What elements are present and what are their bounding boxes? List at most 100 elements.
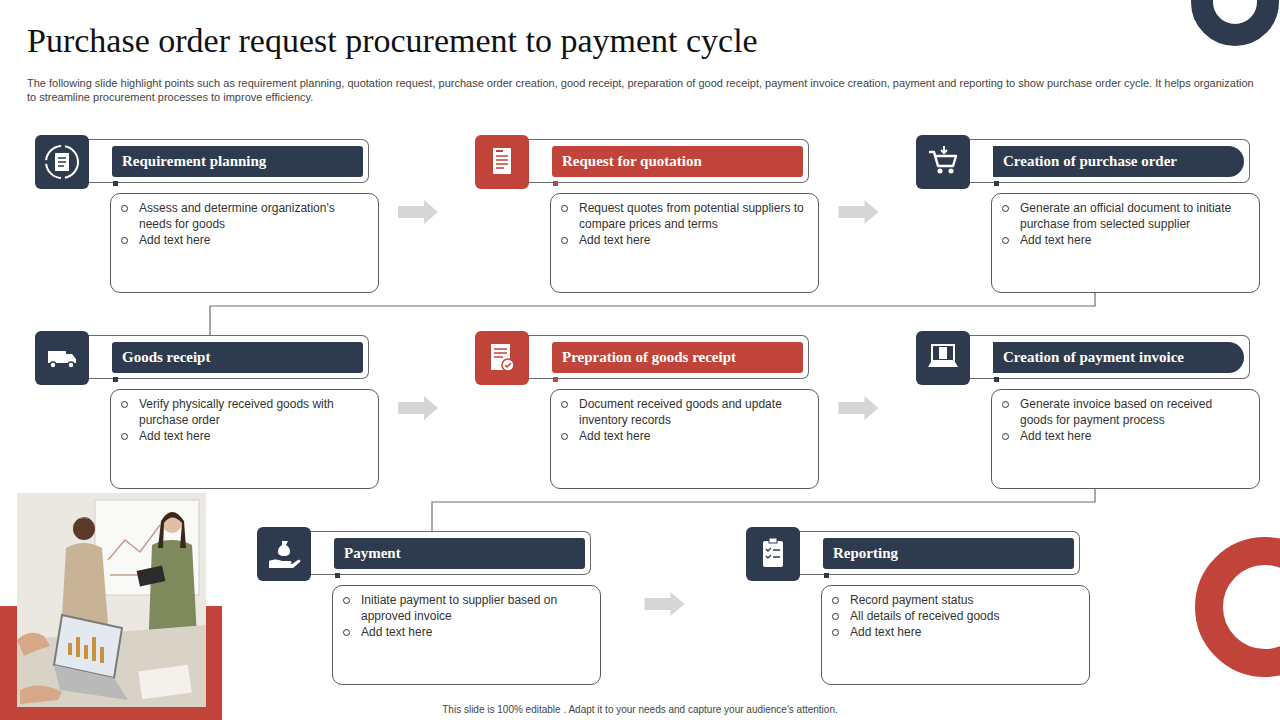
bullet-circle: [121, 401, 128, 408]
bullet-row: Verify physically received goods with pu…: [121, 396, 366, 428]
bullet-text: Request quotes from potential suppliers …: [579, 200, 806, 232]
block-arrow: [839, 200, 879, 224]
bullet-circle: [561, 237, 568, 244]
header-marker: [824, 573, 829, 578]
bullet-text: Add text here: [139, 428, 366, 444]
flow-connector: [398, 396, 438, 420]
bullet-row: Add text here: [121, 232, 366, 248]
title-pill: Prepration of goods receipt: [552, 342, 803, 373]
icon-shape: [55, 153, 69, 171]
header-marker: [113, 181, 118, 186]
icon-shape: [941, 146, 947, 153]
title-pill: Goods receipt: [112, 342, 363, 373]
office-photo: [17, 493, 206, 707]
process-step: Goods receiptVerify physically received …: [35, 331, 380, 489]
icon-shape: [766, 548, 780, 558]
step-icon-glyph: [35, 331, 89, 385]
bullet-text: Generate invoice based on received goods…: [1020, 396, 1247, 428]
bullet-text: Record payment status: [850, 592, 1077, 608]
step-icon: [475, 331, 529, 385]
bullet-row: Add text here: [121, 428, 366, 444]
process-step: Request for quotationRequest quotes from…: [475, 135, 820, 293]
flow-connector: [645, 592, 685, 616]
footer-note: This slide is 100% editable . Adapt it t…: [0, 703, 1280, 716]
photo-hand: [17, 633, 62, 704]
bullet-circle: [1002, 205, 1009, 212]
bullet-row: Generate invoice based on received goods…: [1002, 396, 1247, 428]
bullet-circle: [561, 401, 568, 408]
photo-laptop-base: [54, 665, 128, 700]
step-icon-glyph: [475, 135, 529, 189]
title-pill: Request for quotation: [552, 146, 803, 177]
step-icon-glyph: [746, 527, 800, 581]
title-pill: Requirement planning: [112, 146, 363, 177]
flow-connector: [210, 293, 1095, 335]
step-title: Payment: [344, 545, 401, 562]
bullet-text: Generate an official document to initiat…: [1020, 200, 1247, 232]
photo-tablet: [137, 565, 166, 586]
bullet-row: Initiate payment to supplier based on ap…: [343, 592, 588, 624]
step-title: Requirement planning: [122, 153, 266, 170]
bullet-row: Generate an official document to initiat…: [1002, 200, 1247, 232]
process-step: Creation of payment invoiceGenerate invo…: [916, 331, 1261, 489]
bullet-row: Add text here: [561, 428, 806, 444]
photo-laptop-bars: [70, 637, 102, 663]
flow-connector: [398, 200, 438, 224]
header-marker: [553, 377, 558, 382]
step-icon-glyph: [257, 527, 311, 581]
flow-connector: [839, 200, 879, 224]
bullet-row: Document received goods and update inven…: [561, 396, 806, 428]
photo-wall: [17, 493, 206, 707]
icon-shape: [269, 560, 300, 569]
bullet-text: Add text here: [1020, 428, 1247, 444]
step-title: Request for quotation: [562, 153, 702, 170]
bullet-circle: [121, 205, 128, 212]
bullet-row: Record payment status: [832, 592, 1077, 608]
step-title: Goods receipt: [122, 349, 210, 366]
icon-shape: [932, 345, 954, 361]
title-pill: Creation of payment invoice: [993, 342, 1244, 373]
step-icon-glyph: [35, 135, 89, 189]
bullet-text: Add text here: [579, 428, 806, 444]
bullet-row: Add text here: [561, 232, 806, 248]
icon-shape: [46, 146, 78, 178]
bullet-circle: [561, 205, 568, 212]
bullet-text: Assess and determine organization's need…: [139, 200, 366, 232]
header-marker: [113, 377, 118, 382]
icon-shape: [50, 362, 56, 368]
process-step: Prepration of goods receiptDocument rece…: [475, 331, 820, 489]
bullet-text: Verify physically received goods with pu…: [139, 396, 366, 428]
icon-shape: [505, 363, 511, 367]
step-body: Request quotes from potential suppliers …: [550, 193, 819, 293]
step-title: Prepration of goods receipt: [562, 349, 736, 366]
step-body: Record payment statusAll details of rece…: [821, 585, 1090, 685]
process-step: ReportingRecord payment statusAll detail…: [746, 527, 1091, 685]
red-ring: [1209, 551, 1280, 663]
process-step: Creation of purchase orderGenerate an of…: [916, 135, 1261, 293]
icon-shape: [929, 152, 956, 166]
block-arrow: [645, 592, 685, 616]
bullet-text: Add text here: [361, 624, 588, 640]
icon-shape: [493, 148, 511, 174]
bullet-circle: [832, 613, 839, 620]
icon-shape: [494, 349, 507, 357]
block-arrow: [839, 396, 879, 420]
bullet-text: Add text here: [1020, 232, 1247, 248]
flow-connector: [839, 396, 879, 420]
photo-hair-right: [158, 512, 186, 548]
step-title: Creation of payment invoice: [1003, 349, 1184, 366]
slide-description: The following slide highlight points suc…: [27, 76, 1262, 104]
icon-shape: [496, 150, 503, 152]
icon-shape: [938, 169, 943, 174]
step-title: Creation of purchase order: [1003, 153, 1177, 170]
flow-connector: [432, 489, 1095, 531]
bullet-circle: [121, 433, 128, 440]
bullet-circle: [1002, 237, 1009, 244]
step-icon: [916, 331, 970, 385]
header-marker: [994, 377, 999, 382]
step-icon: [916, 135, 970, 189]
title-pill: Reporting: [823, 538, 1074, 569]
step-body: Document received goods and update inven…: [550, 389, 819, 489]
slide-title: Purchase order request procurement to pa…: [27, 22, 758, 60]
navy-ring: [1202, 0, 1268, 35]
